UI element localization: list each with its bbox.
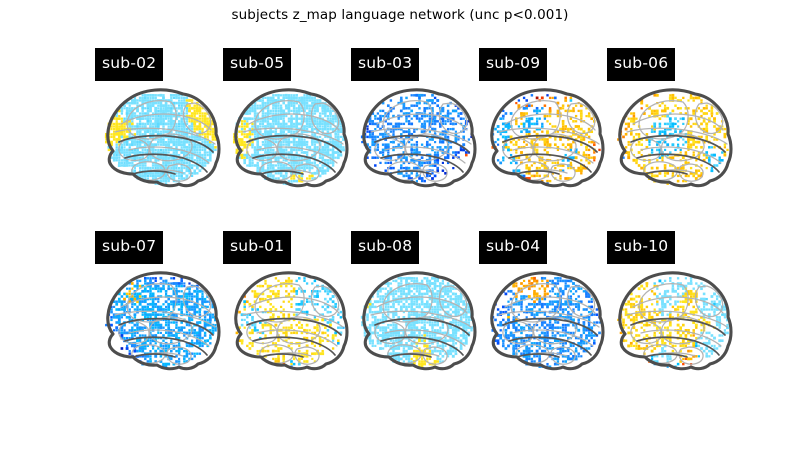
glass-brain-sub-05 <box>232 88 349 188</box>
brain-mid-contours <box>630 134 726 175</box>
brain-image-sub-01 <box>223 263 351 378</box>
brain-mid-contours <box>630 317 726 358</box>
panel-label-sub-04: sub-04 <box>479 231 548 264</box>
brain-outline <box>362 271 477 371</box>
brain-panel-sub-10: sub-10 <box>607 231 735 381</box>
brain-image-sub-07 <box>95 263 223 378</box>
glass-brain-sub-10 <box>617 271 733 371</box>
panel-label-sub-08: sub-08 <box>351 231 420 264</box>
glass-brain-sub-03 <box>360 88 477 188</box>
glass-brain-sub-09 <box>490 88 605 188</box>
brain-image-sub-08 <box>351 263 479 378</box>
brain-image-sub-03 <box>351 80 479 195</box>
brain-panel-sub-01: sub-01 <box>223 231 351 381</box>
panel-label-sub-09: sub-09 <box>479 48 548 81</box>
brain-image-sub-10 <box>607 263 735 378</box>
brain-image-sub-09 <box>479 80 607 195</box>
brain-mid-contours <box>502 134 598 175</box>
glass-brain-sub-06 <box>617 88 733 188</box>
panel-label-sub-07: sub-07 <box>95 231 164 264</box>
panel-label-sub-03: sub-03 <box>351 48 420 81</box>
brain-panel-sub-02: sub-02 <box>95 48 223 198</box>
brain-mid-contours <box>374 317 470 358</box>
panel-label-sub-06: sub-06 <box>607 48 676 81</box>
brain-mid-contours <box>118 134 214 175</box>
brain-mid-contours <box>374 134 470 175</box>
brain-outline <box>234 88 349 188</box>
glass-brain-sub-07 <box>105 271 221 371</box>
brain-panel-sub-08: sub-08 <box>351 231 479 381</box>
brain-image-sub-04 <box>479 263 607 378</box>
brain-outline <box>106 88 221 188</box>
brain-outline <box>618 271 733 371</box>
brain-outline <box>234 271 349 371</box>
glass-brain-sub-02 <box>104 88 221 188</box>
brain-inner-contours <box>370 100 472 182</box>
voxel-overlay <box>491 94 601 185</box>
page-title: subjects z_map language network (unc p<0… <box>231 7 569 23</box>
brain-outline <box>106 271 221 371</box>
panel-label-sub-05: sub-05 <box>223 48 292 81</box>
brain-panel-sub-03: sub-03 <box>351 48 479 198</box>
brain-inner-contours <box>626 283 728 365</box>
brain-panel-sub-05: sub-05 <box>223 48 351 198</box>
brain-mid-contours <box>502 317 598 358</box>
voxel-overlay <box>232 93 345 186</box>
panel-label-sub-01: sub-01 <box>223 231 292 264</box>
glass-brain-sub-01 <box>234 271 349 371</box>
glass-brain-sub-04 <box>490 271 605 371</box>
brain-image-sub-05 <box>223 80 351 195</box>
brain-outline <box>362 88 477 188</box>
panel-label-sub-10: sub-10 <box>607 231 676 264</box>
brain-mid-contours <box>246 134 342 175</box>
brain-mid-contours <box>246 317 342 358</box>
brain-panel-sub-07: sub-07 <box>95 231 223 381</box>
brain-inner-contours <box>626 100 728 182</box>
brain-panel-sub-06: sub-06 <box>607 48 735 198</box>
brain-panel-sub-09: sub-09 <box>479 48 607 198</box>
glass-brain-sub-08 <box>360 271 477 371</box>
brain-mid-contours <box>118 317 214 358</box>
panel-label-sub-02: sub-02 <box>95 48 164 81</box>
brain-outline <box>618 88 733 188</box>
brain-image-sub-02 <box>95 80 223 195</box>
brain-outline <box>490 271 605 371</box>
brain-inner-contours <box>114 100 216 182</box>
brain-image-sub-06 <box>607 80 735 195</box>
brain-outline <box>490 88 605 188</box>
brain-panel-sub-04: sub-04 <box>479 231 607 381</box>
